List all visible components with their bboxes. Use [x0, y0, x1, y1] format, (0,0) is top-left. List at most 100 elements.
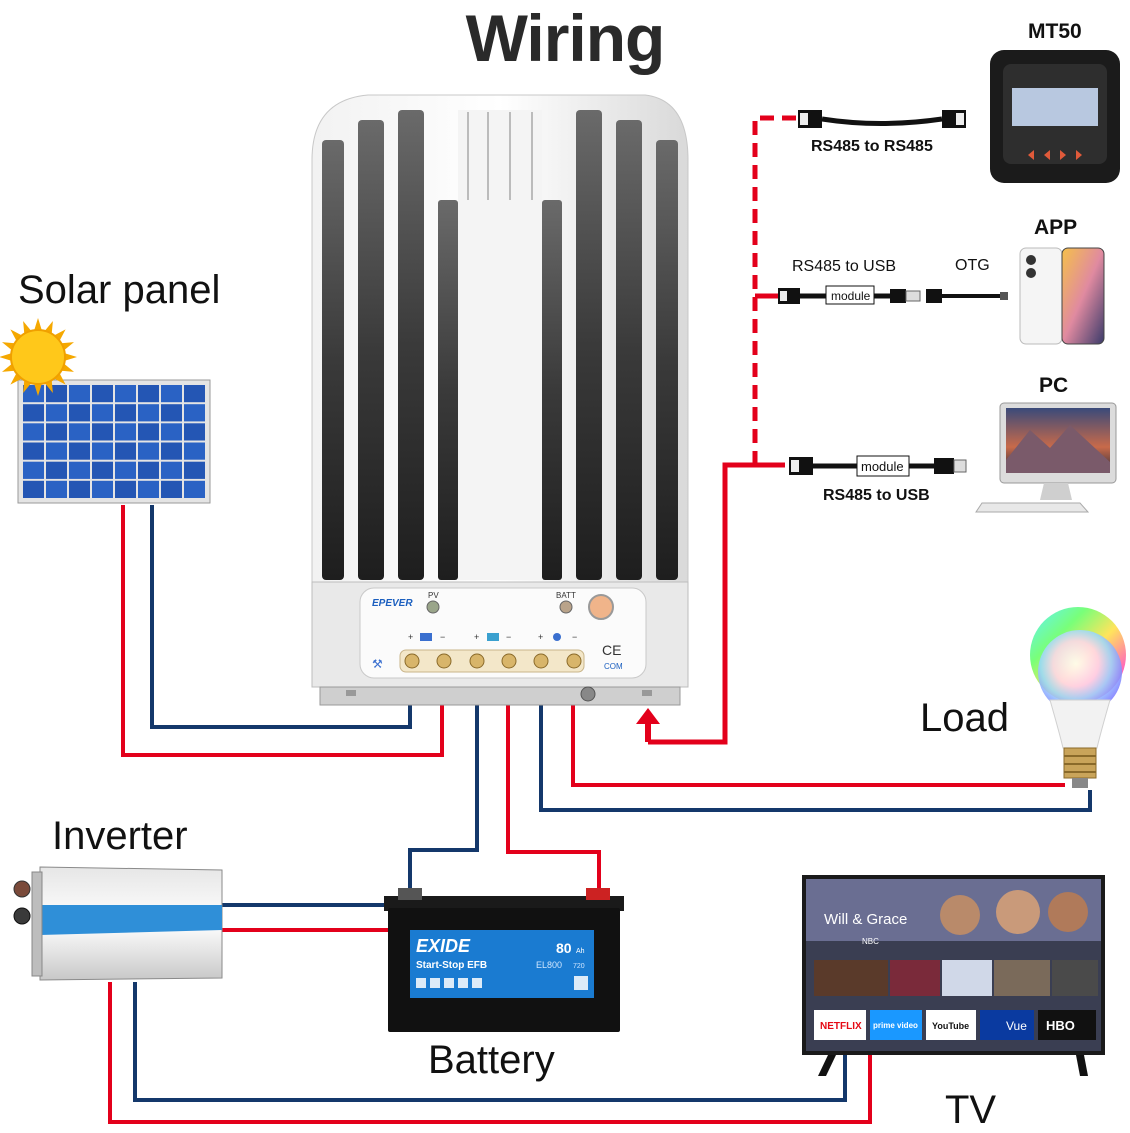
solar-positive-wire: [121, 505, 444, 757]
solar-cell: [92, 480, 113, 498]
solar-cell: [184, 461, 205, 479]
solar-cell: [138, 404, 159, 422]
terminal-icons: +− +− +−: [408, 632, 577, 642]
battery-negative-wire: [408, 705, 479, 900]
solar-cell: [69, 442, 90, 460]
epever-logo: EPEVER: [372, 598, 413, 609]
tv-network: NBC: [862, 937, 879, 946]
battery-capacity-unit: Ah: [576, 948, 585, 955]
page-title: Wiring: [465, 1, 666, 75]
solar-negative-wire: [150, 505, 412, 729]
pv-led-icon: [426, 600, 440, 614]
rs485-to-usb-app-cable-icon: [778, 285, 1008, 305]
battery-code: EL800: [536, 960, 562, 970]
solar-cell: [115, 461, 136, 479]
module-label-pc: module: [861, 459, 904, 474]
sun-icon: [0, 318, 77, 396]
solar-cell: [138, 442, 159, 460]
comm-lines: [636, 115, 800, 745]
svg-text:−: −: [440, 632, 445, 642]
battery-cca: 720: [573, 963, 585, 970]
terminal-screws: [399, 649, 585, 673]
sun-ray: [34, 318, 42, 331]
sun-ray: [0, 353, 12, 361]
app-label: APP: [1034, 216, 1078, 239]
solar-cell: [92, 404, 113, 422]
solar-cell: [138, 480, 159, 498]
svg-text:+: +: [538, 632, 543, 642]
tv-app-tiles: NETFLIX prime video YouTube Vue HBO: [814, 1010, 1096, 1040]
solar-cell: [23, 461, 44, 479]
sun-ray: [64, 353, 77, 361]
inverter-label: Inverter: [52, 814, 188, 858]
solar-cell: [92, 423, 113, 441]
solar-cell: [23, 480, 44, 498]
solar-cell: [161, 461, 182, 479]
vue-tile: Vue: [1006, 1019, 1027, 1033]
computer-icon: [975, 402, 1117, 513]
solar-cell: [69, 404, 90, 422]
solar-cell: [69, 423, 90, 441]
solar-cell: [46, 480, 67, 498]
solar-cell: [161, 385, 182, 403]
solar-cell: [46, 461, 67, 479]
prime-video-tile: prime video: [873, 1021, 918, 1030]
comm-bus-dashed: [752, 115, 800, 465]
load-positive-wire: [571, 705, 1065, 787]
inverter-tv-negative-wire: [133, 982, 847, 1102]
solar-panel-label: Solar panel: [18, 268, 221, 312]
solar-cell: [69, 385, 90, 403]
otg-label: OTG: [955, 257, 990, 274]
rs485-to-rs485-cable-icon: [798, 110, 966, 128]
solar-cell: [46, 442, 67, 460]
phone-icon: [1019, 247, 1105, 345]
heatsink-fins: [322, 110, 678, 580]
com-port-icon: [580, 686, 596, 702]
solar-cell: [161, 442, 182, 460]
solar-cell: [161, 423, 182, 441]
solar-cell: [184, 480, 205, 498]
solar-cell: [115, 423, 136, 441]
battery-label: Battery: [428, 1038, 555, 1082]
solar-cell: [92, 461, 113, 479]
solar-cell: [138, 385, 159, 403]
inverter-terminal-negative-icon: [13, 907, 31, 925]
solar-panel-icon: [17, 379, 211, 504]
batt-led-icon: [559, 600, 573, 614]
com-arrow-icon: [636, 708, 660, 724]
solar-cells: [23, 385, 205, 498]
svg-text:−: −: [572, 632, 577, 642]
battery-model: Start-Stop EFB: [416, 960, 487, 971]
battery-positive-wire: [506, 705, 601, 900]
solar-cell: [23, 423, 44, 441]
solar-cell: [184, 404, 205, 422]
tv-label: TV: [945, 1088, 997, 1132]
rs485-to-usb-pc-cable-icon: [789, 455, 967, 477]
settings-button[interactable]: [588, 594, 614, 620]
svg-text:−: −: [506, 632, 511, 642]
solar-cell: [92, 385, 113, 403]
batt-label: BATT: [556, 591, 576, 600]
solar-cell: [161, 404, 182, 422]
charge-controller: EPEVER PV BATT CE COM +− +− +− ⚒: [311, 94, 689, 706]
solar-cell: [138, 461, 159, 479]
solar-cell: [184, 442, 205, 460]
load-negative-wire: [539, 705, 1092, 812]
hbo-tile: HBO: [1046, 1018, 1075, 1033]
inverter-icon: [13, 866, 223, 981]
tv-thumbnails: [814, 960, 1098, 996]
solar-cell: [138, 423, 159, 441]
solar-cell: [23, 442, 44, 460]
inverter-tv-positive-wire: [108, 982, 872, 1124]
load-label: Load: [920, 696, 1009, 740]
sun-ray: [34, 383, 42, 396]
rs485-to-rs485-label: RS485 to RS485: [811, 138, 933, 155]
solar-cell: [115, 442, 136, 460]
solar-cell: [69, 480, 90, 498]
ce-mark: CE: [602, 642, 621, 658]
rs485-to-usb-pc-label: RS485 to USB: [823, 487, 930, 504]
solar-cell: [184, 385, 205, 403]
solar-cell: [69, 461, 90, 479]
tv-icon: Will & Grace NBC NETFLIX prime video You…: [802, 875, 1105, 1076]
